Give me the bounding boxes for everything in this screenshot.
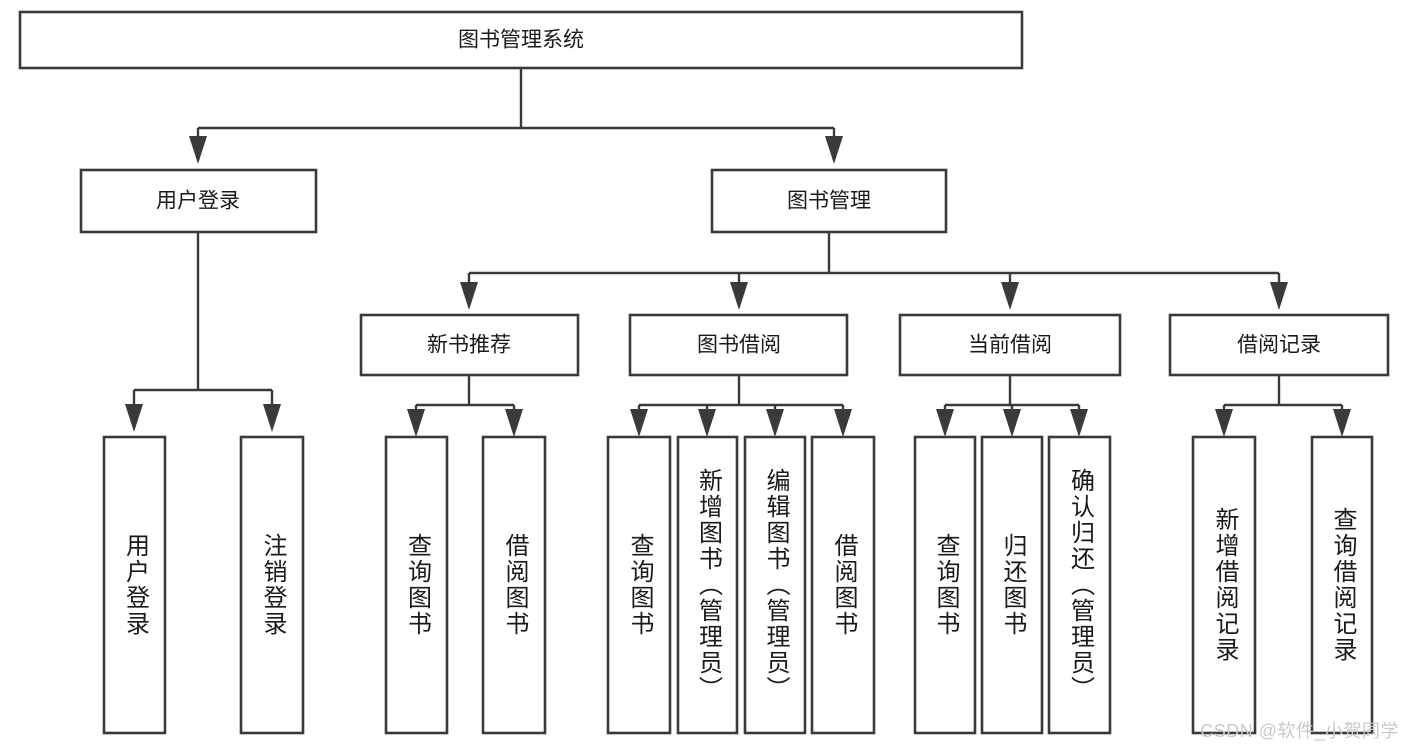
leaf-boxes [102, 435, 1374, 735]
node-user-login[interactable]: 用户登录 [79, 168, 318, 234]
node-book-management-label: 图书管理 [787, 190, 871, 213]
node-borrow-record[interactable]: 借阅记录 [1168, 313, 1390, 377]
connector-book-management-to-level3 [460, 232, 1288, 310]
leaf-box[interactable] [606, 435, 672, 735]
node-current-borrow[interactable]: 当前借阅 [898, 313, 1122, 377]
node-book-management[interactable]: 图书管理 [710, 168, 948, 234]
leaf-box[interactable] [1191, 435, 1257, 735]
node-root-label: 图书管理系统 [458, 29, 584, 52]
leaf-box[interactable] [980, 435, 1044, 735]
leaf-box[interactable] [913, 435, 977, 735]
leaf-box[interactable] [239, 435, 305, 735]
connector-borrow-record-to-leaves [1215, 375, 1351, 437]
leaf-box[interactable] [743, 435, 807, 735]
csdn-watermark: CSDN @软件_小贺同学 [1200, 721, 1399, 741]
connector-new-book-recommend-to-leaves [407, 375, 523, 437]
leaf-box[interactable] [810, 435, 876, 735]
leaf-box[interactable] [384, 435, 449, 735]
leaf-box[interactable] [676, 435, 739, 735]
leaf-box[interactable] [102, 435, 167, 735]
node-user-login-label: 用户登录 [156, 190, 240, 213]
arrow-to-book-management [825, 136, 843, 164]
node-root[interactable]: 图书管理系统 [18, 10, 1024, 70]
connector-user-login-to-leaves [125, 232, 281, 432]
leaf-box[interactable] [1047, 435, 1112, 735]
leaf-box[interactable] [1310, 435, 1374, 735]
connector-current-borrow-to-leaves [936, 375, 1088, 437]
node-borrow-record-label: 借阅记录 [1237, 334, 1321, 357]
node-book-borrow-label: 图书借阅 [697, 334, 781, 357]
leaf-box[interactable] [481, 435, 547, 735]
arrow-to-user-login [189, 136, 207, 164]
node-new-book-recommend-label: 新书推荐 [427, 334, 511, 357]
node-book-borrow[interactable]: 图书借阅 [628, 313, 849, 377]
node-new-book-recommend[interactable]: 新书推荐 [359, 313, 580, 377]
node-current-borrow-label: 当前借阅 [968, 334, 1052, 357]
connector-book-borrow-to-leaves [630, 375, 852, 437]
connector-root-to-level2 [189, 68, 843, 164]
